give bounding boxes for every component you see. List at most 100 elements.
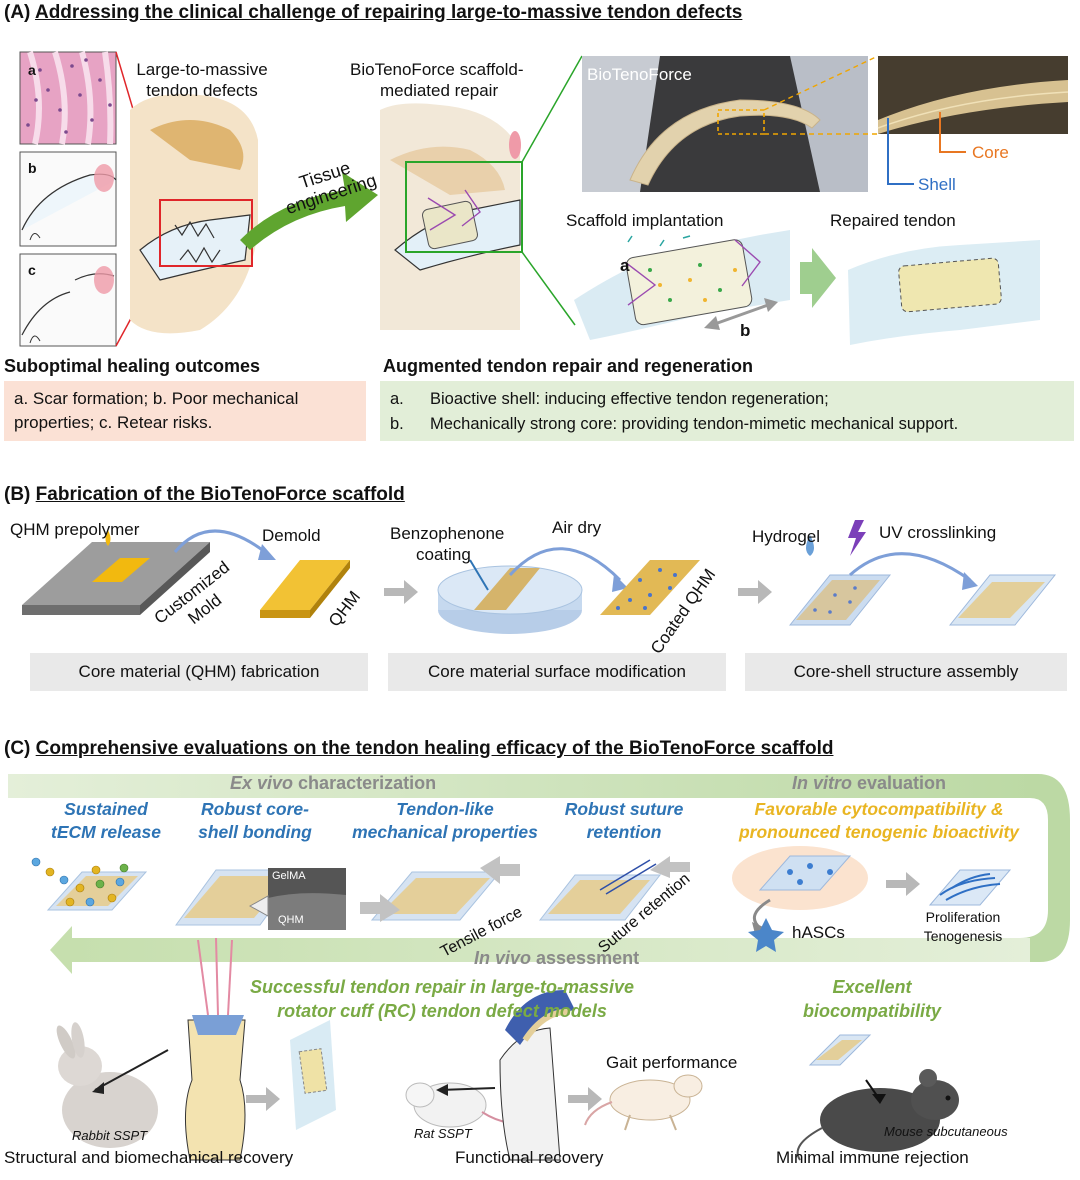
suboptimal-outcomes-box: a. Scar formation; b. Poor mechanical pr… (4, 381, 366, 441)
augmented-repair-box: a. Bioactive shell: inducing effective te… (380, 381, 1074, 441)
section-a-illustrations (19, 51, 1069, 347)
shell-label: Shell (918, 175, 956, 194)
item-a-marker: a. (390, 390, 404, 408)
item-a-text: Bioactive shell: inducing effective tend… (430, 390, 829, 408)
gait-performance-label: Gait performance (606, 1053, 738, 1072)
feature-bonding-line2: shell bonding (198, 822, 312, 842)
repair-label: BioTenoForce scaffold- mediated repair (350, 59, 524, 101)
section-b-illustrations (22, 520, 1057, 634)
repair-label-line1: BioTenoForce scaffold- (350, 60, 524, 79)
section-a-prefix: (A) (4, 2, 31, 23)
cell-culture-illustration (732, 846, 1012, 952)
item-b-marker: b. (390, 415, 404, 433)
benzophenone-line2: coating (416, 545, 471, 564)
exvivo-italic: Ex vivo (230, 773, 294, 793)
panel-c-label: c (28, 262, 36, 278)
defect-shoulder-illustration (130, 94, 258, 334)
exvivo-label: Ex vivo characterization (230, 773, 436, 794)
feature-cytocompat-line2: pronounced tenogenic bioactivity (738, 822, 1020, 842)
coating-pointer (469, 559, 489, 591)
marker-a: a (620, 256, 630, 275)
qhm-bar (260, 560, 350, 618)
outcome-functional: Functional recovery (455, 1148, 604, 1167)
right-heading: Augmented tendon repair and regeneration (383, 356, 754, 376)
air-dry-arrow (508, 547, 622, 582)
core-shell-bonding-box (175, 868, 346, 930)
section-b-title: (B) Fabrication of the BioTenoForce scaf… (4, 484, 405, 506)
section-b-prefix: (B) (4, 484, 31, 505)
tecm-release-box (31, 857, 148, 911)
repair-label-line2: mediated repair (380, 81, 499, 100)
mouse-subcutaneous-label: Mouse subcutaneous (884, 1124, 1008, 1139)
proliferation-text: Proliferation (925, 909, 1001, 925)
success-line2: rotator cuff (RC) tendon defect models (277, 1001, 607, 1021)
tissue-engineering-arrow (240, 172, 378, 250)
repair-shoulder-illustration (380, 103, 523, 330)
petri-dish (437, 565, 583, 634)
air-dry-label: Air dry (552, 518, 602, 537)
feature-suture-line1: Robust suture (564, 799, 684, 819)
feature-mechanical-line1: Tendon-like (396, 799, 494, 819)
implantation-illustration (574, 230, 790, 340)
qhm-photo-label: QHM (278, 914, 304, 926)
outcome-structural: Structural and biomechanical recovery (4, 1148, 294, 1167)
tenogenesis-text: Tenogenesis (923, 928, 1003, 944)
hascs-label: hASCs (792, 923, 845, 942)
suture-box (538, 856, 690, 921)
feature-cytocompat-line1: Favorable cytocompatibility & (754, 799, 1004, 819)
defect-label-line1: Large-to-massive (136, 60, 268, 79)
core-leader-line (939, 112, 966, 153)
rat-walking-illustration (584, 1074, 703, 1131)
marker-b: b (740, 321, 751, 340)
invivo-label: In vivo assessment (474, 948, 639, 969)
rat-joint-illustration (499, 990, 602, 1161)
customized-mold (22, 530, 210, 615)
hydrogel-droplet (806, 535, 814, 556)
invitro-rest: evaluation (852, 773, 947, 793)
feature-tecm: Sustained tECM release (38, 798, 174, 844)
proliferation-label: Proliferation Tenogenesis (920, 908, 1006, 946)
qhm-prepolymer-label: QHM prepolymer (10, 520, 140, 539)
step-arrow-2 (738, 580, 772, 604)
excellent-heading: Excellent biocompatibility (790, 975, 954, 1023)
feature-bonding-line1: Robust core- (201, 799, 309, 819)
uv-bolt-icon (848, 520, 866, 556)
tensile-box (360, 856, 520, 922)
rat-sspt-label: Rat SSPT (414, 1126, 472, 1141)
hydrogel-box-1 (788, 574, 892, 626)
left-heading: Suboptimal healing outcomes (4, 356, 261, 376)
scaffold-photo (582, 56, 868, 192)
benzophenone-label: Benzophenone coating (390, 523, 504, 565)
invitro-label: In vitro evaluation (792, 773, 946, 794)
repaired-tendon-illustration (848, 240, 1040, 345)
panel-b-drawing (19, 151, 117, 247)
section-c-title: (C) Comprehensive evaluations on the ten… (4, 738, 833, 760)
success-heading: Successful tendon repair in large-to-mas… (222, 975, 662, 1023)
step-caption-1: Core material (QHM) fabrication (30, 653, 368, 691)
rabbit-joint-illustration (185, 937, 336, 1161)
step-arrow-1 (384, 580, 418, 604)
step-caption-3: Core-shell structure assembly (745, 653, 1067, 691)
feature-mechanical: Tendon-like mechanical properties (338, 798, 552, 844)
photo-zoom-lines (763, 55, 879, 135)
demold-label: Demold (262, 526, 321, 545)
item-b-text: Mechanically strong core: providing tend… (430, 415, 959, 433)
repaired-label: Repaired tendon (830, 211, 956, 230)
hydrogel-box-2 (948, 574, 1057, 626)
panel-b-label: b (28, 160, 37, 176)
hascs-cell-icon (748, 918, 784, 952)
section-c-illustrations (8, 774, 1070, 1161)
uv-crosslink-arrow (848, 552, 971, 582)
feature-suture-line2: retention (586, 822, 662, 842)
uv-crosslinking-label: UV crosslinking (879, 523, 997, 542)
section-b-title-text: Fabrication of the BioTenoForce scaffold (35, 484, 405, 505)
demold-arrow (173, 529, 266, 554)
feature-bonding: Robust core- shell bonding (182, 798, 328, 844)
step-caption-2: Core material surface modification (388, 653, 726, 691)
feature-mechanical-line2: mechanical properties (352, 822, 538, 842)
panel-a-histology (19, 51, 117, 145)
rabbit-sspt-label: Rabbit SSPT (72, 1128, 148, 1143)
coated-qhm-bar (600, 560, 700, 615)
core-shell-photo (877, 56, 1069, 134)
photo-label: BioTenoForce (587, 65, 692, 84)
